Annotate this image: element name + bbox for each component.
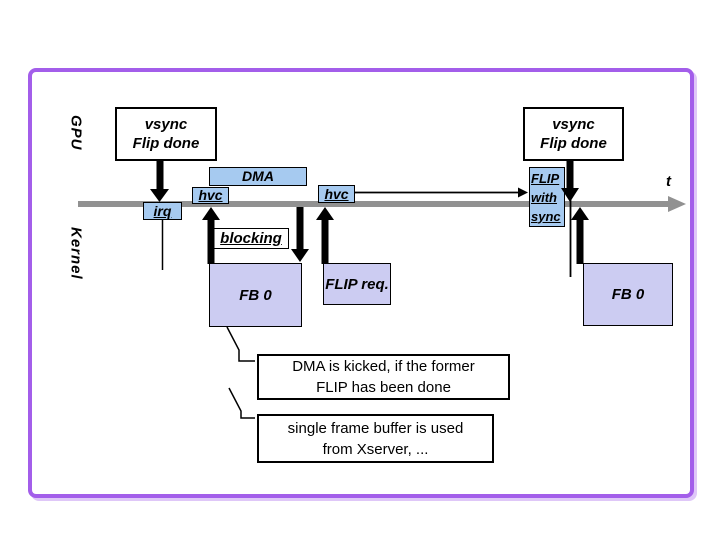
blocking-box: blocking <box>213 228 289 249</box>
fb0-box-right: FB 0 <box>583 263 673 326</box>
callout-dma-kicked: DMA is kicked, if the former FLIP has be… <box>257 354 510 400</box>
vsync-flip-done-box-left: vsync Flip done <box>115 107 217 161</box>
irq-box: irq <box>143 202 182 220</box>
lane-label-kernel: Kernel <box>67 226 85 280</box>
vsync-flip-done-box-right: vsync Flip done <box>523 107 624 161</box>
lane-label-gpu: GPU <box>67 115 85 151</box>
flip-with-sync-box: FLIP with sync <box>529 167 565 227</box>
callout-single-framebuffer: single frame buffer is used from Xserver… <box>257 414 494 463</box>
time-axis-label: t <box>666 173 671 190</box>
hvc-box-second: hvc <box>318 185 355 203</box>
flip-req-box: FLIP req. <box>323 263 391 305</box>
fb0-box-left: FB 0 <box>209 263 302 327</box>
dma-box: DMA <box>209 167 307 186</box>
hvc-box-first: hvc <box>192 187 229 204</box>
